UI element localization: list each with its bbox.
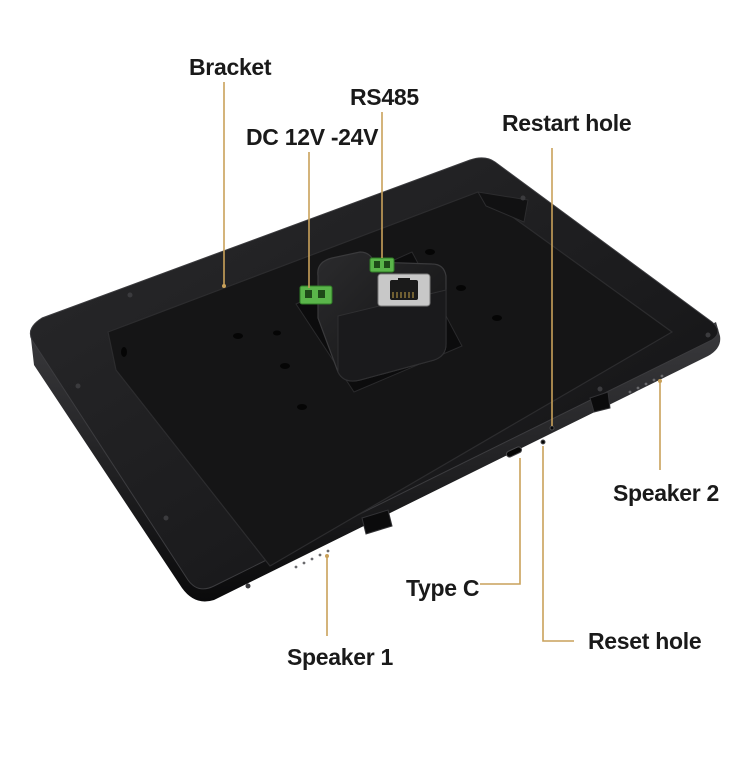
rs485-terminal: [369, 257, 395, 273]
shell-screws: [75, 195, 711, 589]
leader-type-c: [480, 458, 521, 585]
bracket-label: Bracket: [189, 54, 272, 80]
restart-hole-marker: [549, 425, 555, 431]
leader-endpoints: [222, 284, 662, 558]
reset-hole-label: Reset hole: [588, 628, 702, 654]
leader-lines: [223, 82, 661, 642]
bracket-plate: [107, 191, 674, 567]
connector-housing-front: [337, 289, 447, 382]
leader-reset: [542, 446, 574, 642]
type-c-label: Type C: [406, 575, 480, 601]
rj45-port: [377, 273, 431, 307]
dc-power-label: DC 12V -24V: [246, 124, 379, 150]
dc-power-terminal: [299, 285, 333, 305]
speaker-2-label: Speaker 2: [613, 480, 719, 506]
rs485-label: RS485: [350, 84, 419, 110]
bracket-lip: [477, 191, 529, 223]
reset-hole-marker: [540, 439, 546, 445]
speaker-2-grille: [628, 374, 664, 394]
restart-hole-label: Restart hole: [502, 110, 632, 136]
bracket-holes: [121, 249, 502, 410]
bracket-feet: [361, 391, 611, 535]
speaker-1-label: Speaker 1: [287, 644, 393, 670]
speaker-1-grille: [294, 549, 330, 569]
type-c-port: [505, 446, 523, 458]
